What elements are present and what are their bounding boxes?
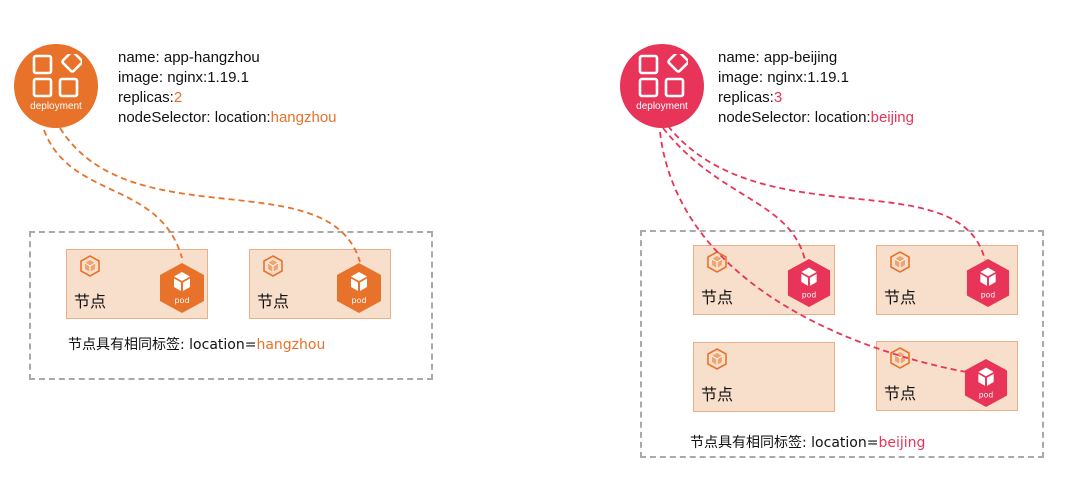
node-label: 节点 — [884, 288, 917, 307]
footer-value: beijing — [878, 435, 926, 451]
spec-nodeselector: nodeSelector: location:beijing — [718, 109, 914, 126]
deployment-squares-icon — [32, 54, 82, 98]
node-label: 节点 — [701, 288, 734, 307]
replicas-value: 3 — [773, 89, 783, 106]
node-label: 节点 — [884, 384, 917, 403]
node-beijing-2: 节点 pod — [876, 245, 1018, 315]
node-hangzhou-1: 节点 pod — [66, 249, 208, 319]
node-beijing-1: 节点 pod — [693, 245, 835, 315]
spec-image: image: nginx:1.19.1 — [118, 69, 249, 86]
node-icon — [80, 255, 100, 277]
pod-icon: pod — [160, 263, 204, 313]
node-icon — [263, 255, 283, 277]
node-label: 节点 — [74, 292, 107, 311]
pod-icon: pod — [337, 263, 381, 313]
deployment-label: deployment — [30, 101, 82, 112]
node-icon — [707, 251, 727, 273]
pod-icon: pod — [787, 259, 831, 307]
footer-value: hangzhou — [256, 337, 326, 353]
pod-icon: pod — [964, 359, 1008, 407]
pod-label: pod — [174, 296, 189, 305]
spec-replicas: replicas:2 — [118, 89, 183, 106]
spec-replicas: replicas:3 — [718, 89, 783, 106]
node-beijing-3: 节点 — [693, 342, 835, 412]
deployment-beijing-icon: deployment — [620, 44, 704, 128]
deployment-beijing-spec: name: app-beijing image: nginx:1.19.1 re… — [718, 48, 914, 128]
selector-value: beijing — [870, 109, 914, 126]
cluster-hangzhou-label: 节点具有相同标签: location=hangzhou — [68, 337, 326, 353]
pod-label: pod — [802, 290, 817, 299]
deployment-label: deployment — [636, 101, 688, 112]
node-label: 节点 — [257, 292, 290, 311]
spec-nodeselector: nodeSelector: location:hangzhou — [118, 109, 337, 126]
node-label: 节点 — [701, 385, 734, 404]
pod-label: pod — [979, 390, 994, 399]
deployment-squares-icon — [638, 54, 688, 98]
node-icon — [890, 347, 910, 369]
selector-value: hangzhou — [270, 109, 337, 126]
spec-name: name: app-beijing — [718, 49, 838, 66]
cluster-beijing-label: 节点具有相同标签: location=beijing — [690, 435, 926, 451]
node-hangzhou-2: 节点 pod — [249, 249, 391, 319]
node-icon — [890, 251, 910, 273]
pod-icon: pod — [966, 259, 1010, 307]
node-beijing-4: 节点 pod — [876, 341, 1018, 411]
replicas-value: 2 — [173, 89, 183, 106]
spec-name: name: app-hangzhou — [118, 49, 260, 66]
deployment-hangzhou-spec: name: app-hangzhou image: nginx:1.19.1 r… — [118, 48, 337, 128]
node-icon — [707, 348, 727, 370]
spec-image: image: nginx:1.19.1 — [718, 69, 849, 86]
pod-label: pod — [351, 296, 366, 305]
deployment-hangzhou-icon: deployment — [14, 44, 98, 128]
pod-label: pod — [981, 290, 996, 299]
